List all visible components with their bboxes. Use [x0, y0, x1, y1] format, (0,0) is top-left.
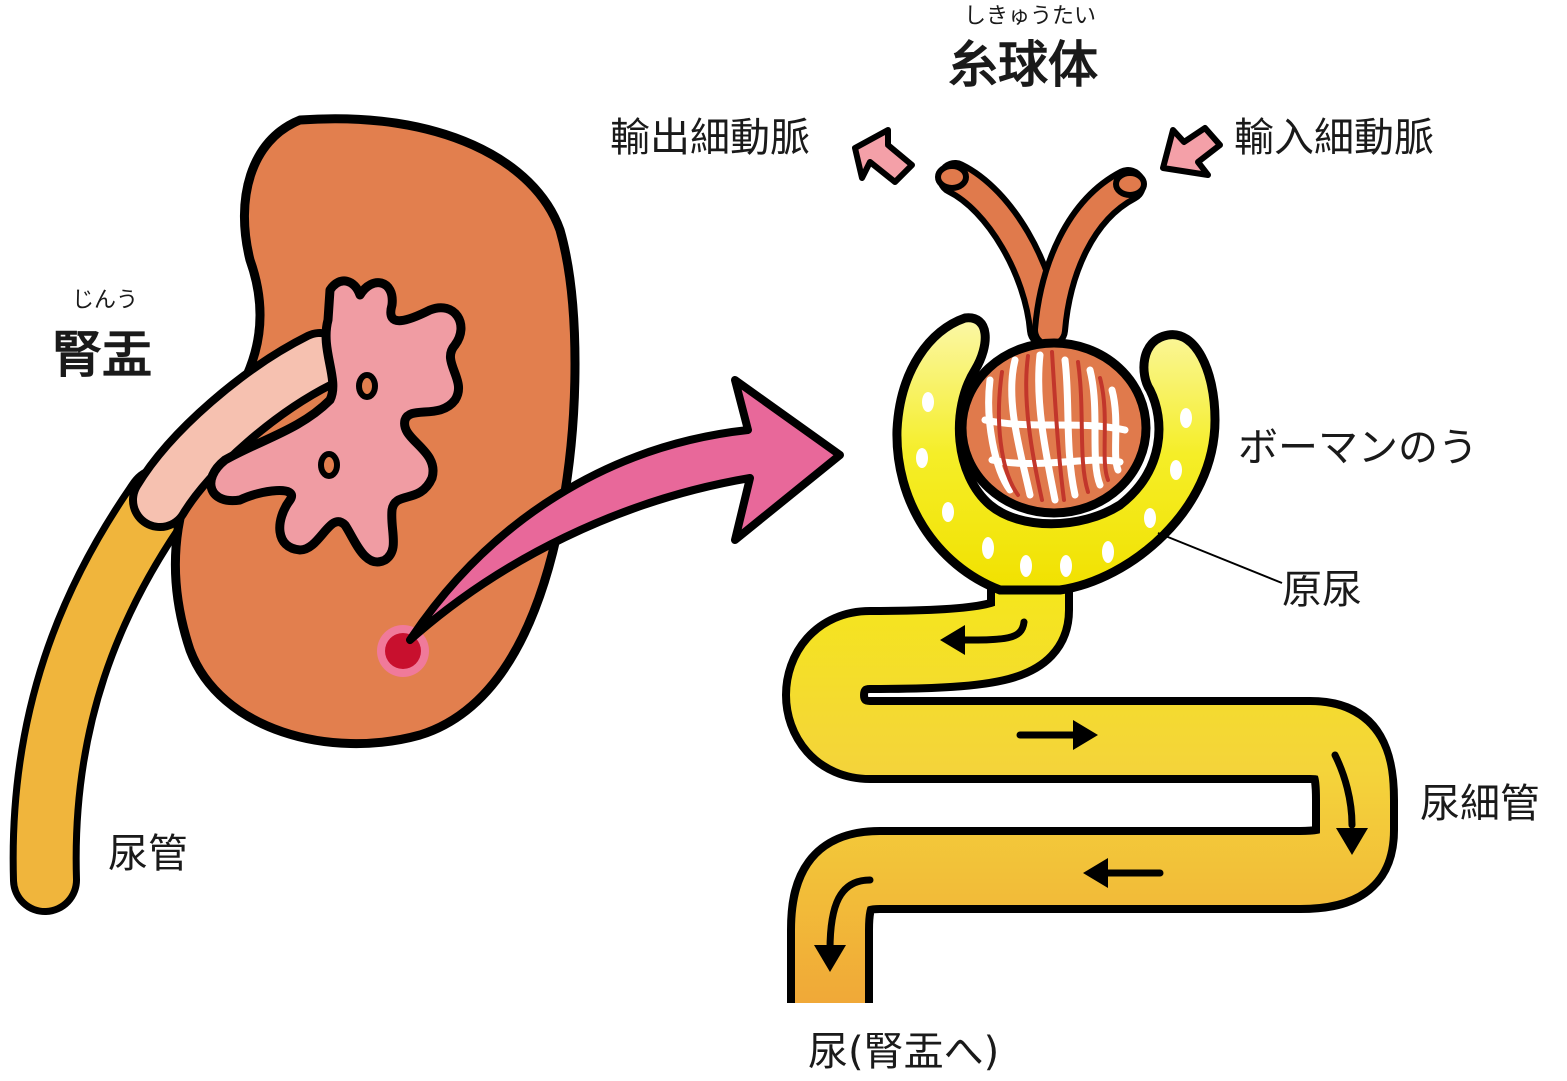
- primary-urine-label: 原尿: [1282, 570, 1362, 610]
- efferent-arteriole-label: 輸出細動脈: [610, 118, 810, 158]
- efferent-arrow: [855, 130, 912, 182]
- glomerulus-ruby: しきゅうたい: [964, 6, 1096, 28]
- primary-urine-leader: [1158, 533, 1282, 583]
- renal-tubule-label: 尿細管: [1420, 784, 1540, 824]
- pelvis-hole-2: [321, 454, 337, 476]
- renal-pelvis-ruby: じんう: [72, 290, 138, 312]
- ureter: [45, 500, 160, 880]
- bowman-capsule-label: ボーマンのう: [1238, 428, 1478, 468]
- renal-tubule: [780, 575, 1355, 1023]
- renal-pelvis-label: 腎盂: [52, 330, 152, 380]
- ureter-label: 尿管: [108, 834, 188, 874]
- afferent-arrow: [1163, 128, 1220, 175]
- afferent-arteriole-label: 輸入細動脈: [1234, 118, 1434, 158]
- pelvis-hole-1: [359, 375, 375, 397]
- glomerulus-vessels: [938, 166, 1144, 330]
- glomerulus-label: 糸球体: [948, 40, 1098, 90]
- urine-to-pelvis-label: 尿(腎盂へ): [808, 1032, 999, 1072]
